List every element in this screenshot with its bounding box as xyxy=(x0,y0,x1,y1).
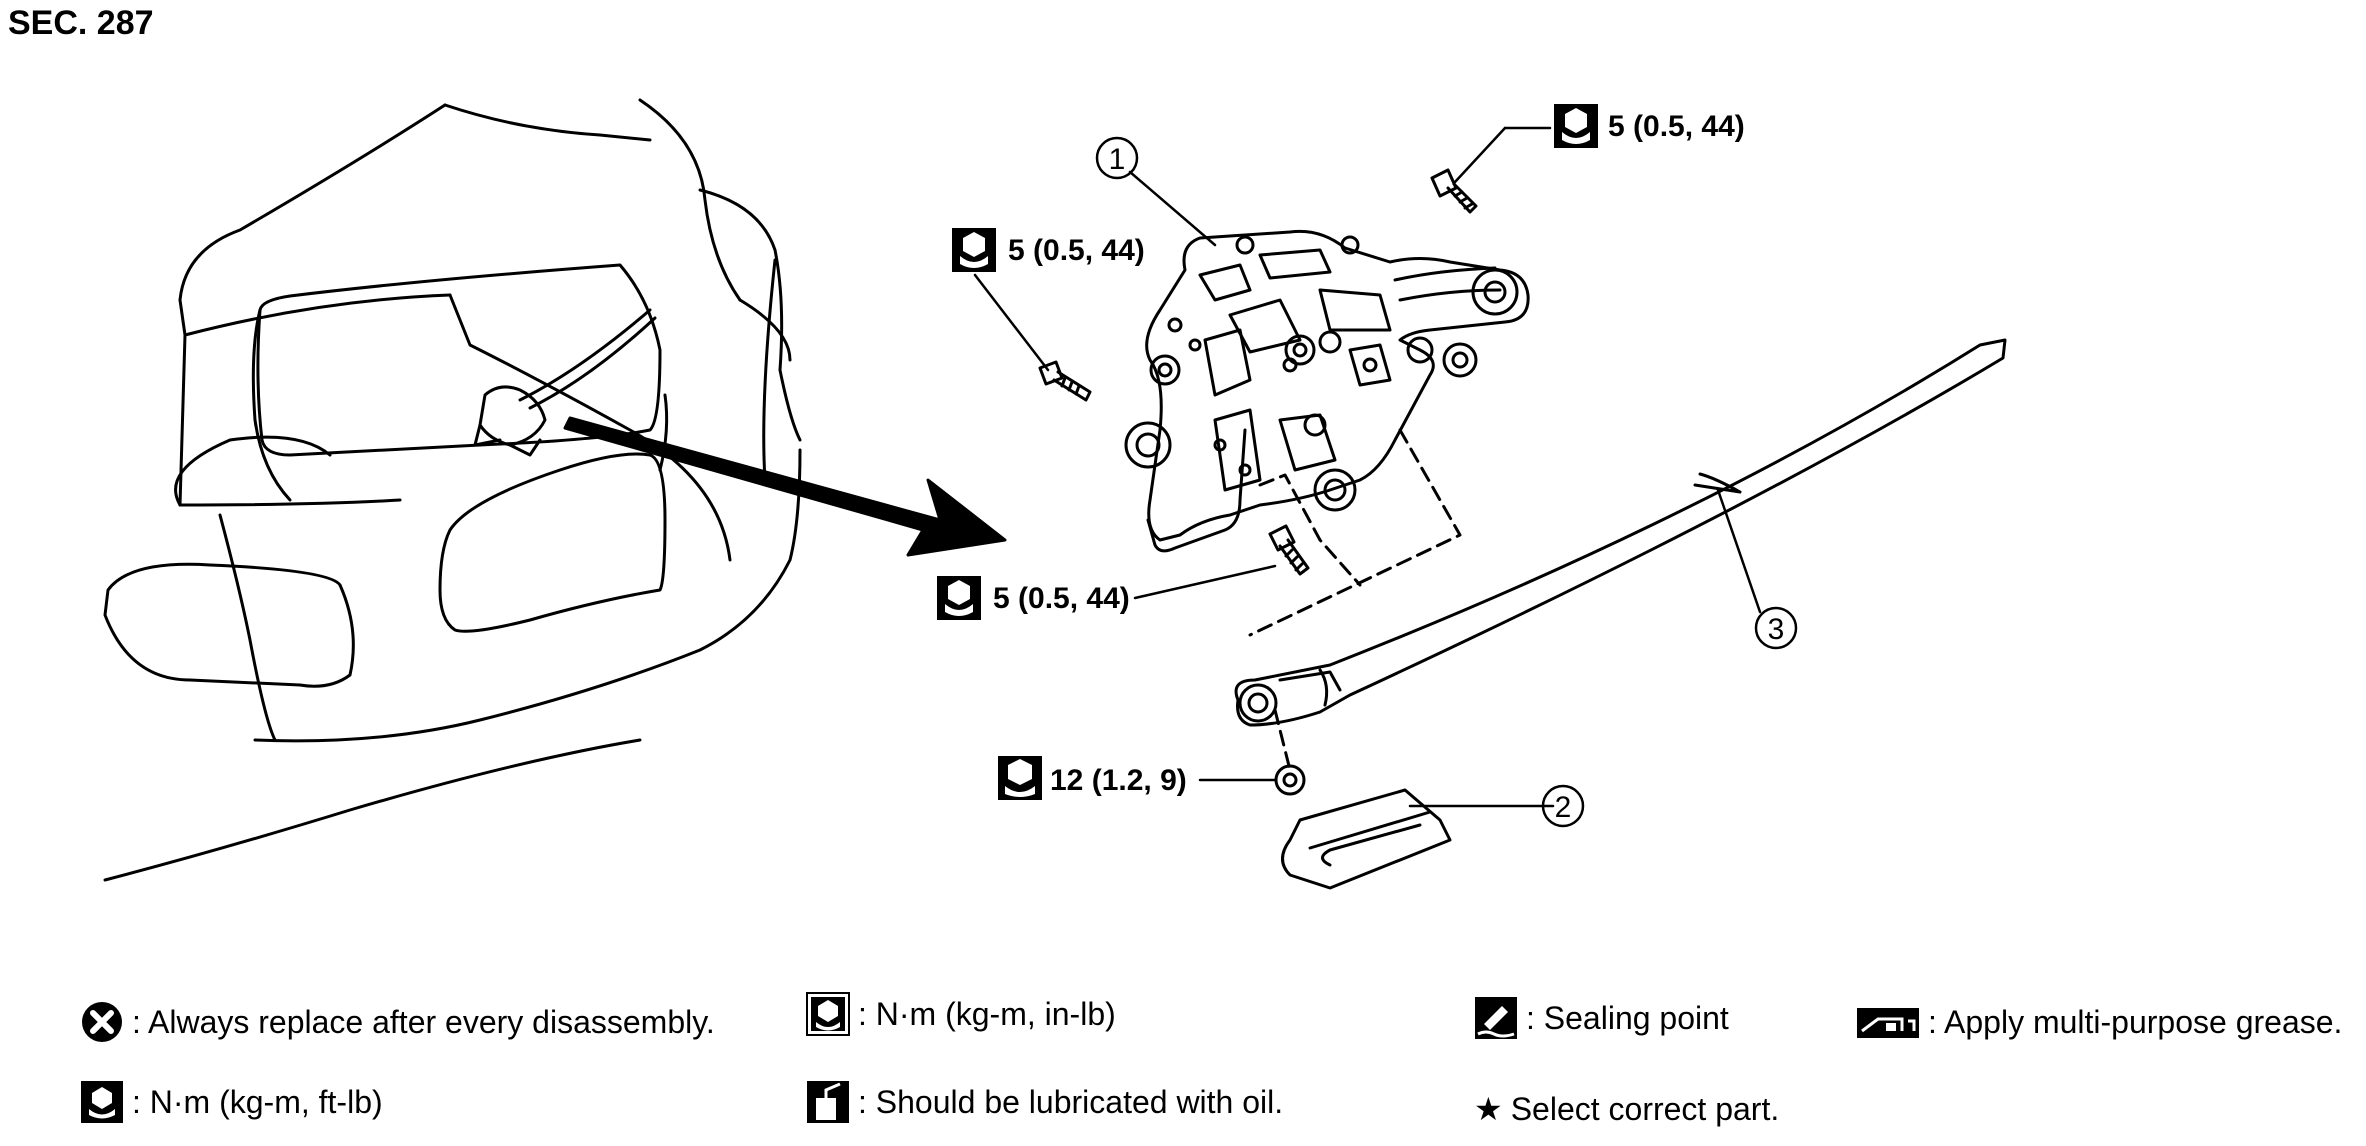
legend-grease: : Apply multi-purpose grease. xyxy=(1856,1004,2342,1041)
svg-text:3: 3 xyxy=(1768,613,1785,646)
wiper-assembly-diagram: 1 2 3 5 (0.5, 44) 5 (0.5, 44) 5 (0.5, 44… xyxy=(103,98,2007,890)
legend-oil: : Should be lubricated with oil. xyxy=(806,1080,1283,1124)
svg-text:5 (0.5, 44): 5 (0.5, 44) xyxy=(993,582,1130,615)
bolt-top-left xyxy=(1038,360,1092,402)
legend-sealing-text: : Sealing point xyxy=(1526,999,1729,1036)
legend-oil-text: : Should be lubricated with oil. xyxy=(858,1083,1284,1120)
torque-top-right: 5 (0.5, 44) xyxy=(1554,104,1745,148)
assembly-dashed-lines xyxy=(1248,428,1462,772)
svg-text:2: 2 xyxy=(1555,791,1572,824)
arm-cap-part xyxy=(1281,788,1452,890)
legend-torque-inlb: : N·m (kg-m, in-lb) xyxy=(806,992,1116,1036)
bolt-middle xyxy=(1268,524,1310,576)
wiper-arm-part xyxy=(1234,338,2007,727)
callout-1: 1 xyxy=(1095,136,1139,180)
legend-select-text: Select correct part. xyxy=(1510,1090,1780,1127)
torque-top-left: 5 (0.5, 44) xyxy=(952,228,1145,272)
legend-select: ★ Select correct part. xyxy=(1474,1090,1779,1128)
grease-icon xyxy=(1856,1007,1920,1039)
callout-2: 2 xyxy=(1541,784,1585,828)
torque-nut: 12 (1.2, 9) xyxy=(998,756,1187,800)
torque-wrench-outline-icon xyxy=(80,1080,124,1124)
svg-text:5 (0.5, 44): 5 (0.5, 44) xyxy=(1608,110,1745,143)
wiper-motor-part xyxy=(1124,229,1530,553)
oil-can-icon xyxy=(806,1080,850,1124)
bolt-top-right xyxy=(1430,168,1478,214)
legend-torque-inlb-text: : N·m (kg-m, in-lb) xyxy=(858,995,1116,1032)
nut xyxy=(1274,764,1306,796)
leader-lines xyxy=(973,126,1762,808)
legend-torque-ftlb-text: : N·m (kg-m, ft-lb) xyxy=(132,1083,383,1120)
legend-sealing: : Sealing point xyxy=(1474,996,1729,1040)
svg-text:1: 1 xyxy=(1109,143,1126,176)
legend-replace-text: : Always replace after every disassembly… xyxy=(132,1003,715,1040)
direction-arrow xyxy=(563,416,1007,557)
legend-torque-ftlb: : N·m (kg-m, ft-lb) xyxy=(80,1080,383,1124)
section-title: SEC. 287 xyxy=(8,4,154,42)
torque-middle: 5 (0.5, 44) xyxy=(937,576,1130,620)
legend-replace: : Always replace after every disassembly… xyxy=(80,1000,715,1044)
callout-3: 3 xyxy=(1754,606,1798,650)
sealing-point-icon xyxy=(1474,996,1518,1040)
vehicle-rear-illustration xyxy=(103,98,802,882)
svg-text:12 (1.2, 9): 12 (1.2, 9) xyxy=(1050,764,1187,797)
svg-text:5 (0.5, 44): 5 (0.5, 44) xyxy=(1008,234,1145,267)
star-icon: ★ xyxy=(1474,1091,1503,1127)
replace-x-icon xyxy=(80,1000,124,1044)
torque-wrench-solid-icon xyxy=(806,992,850,1036)
legend-grease-text: : Apply multi-purpose grease. xyxy=(1928,1004,2343,1040)
